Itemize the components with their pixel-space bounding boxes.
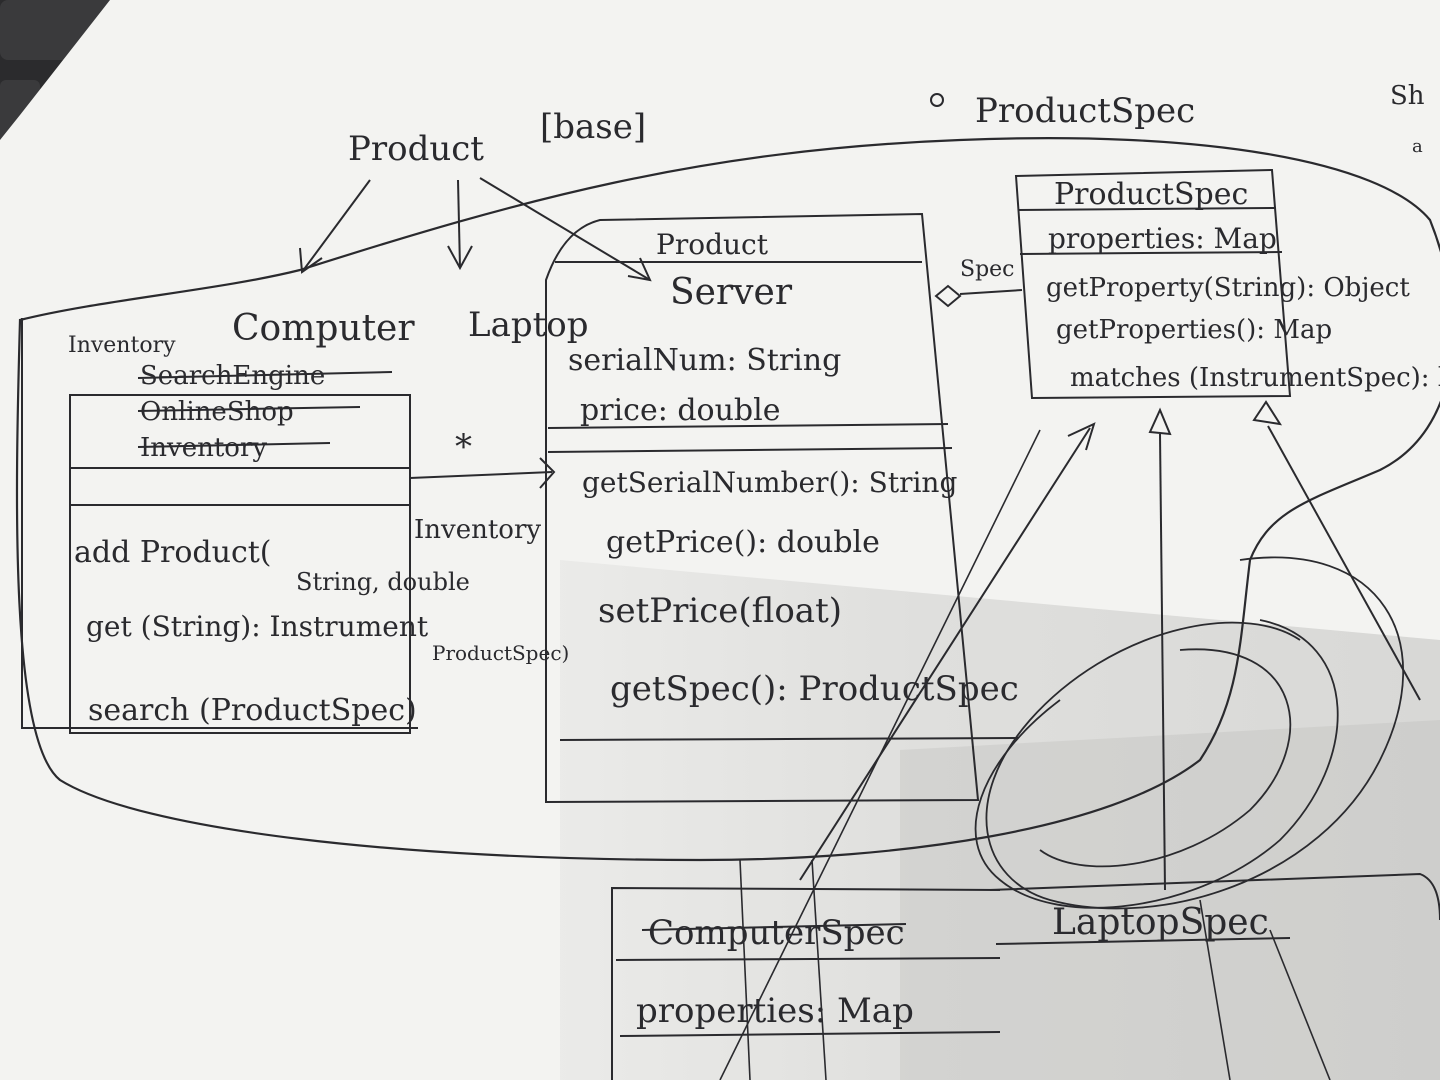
method-add-product: add Product( xyxy=(74,535,272,570)
computerspec-class-box: ComputerSpec properties: Map xyxy=(611,859,1001,1080)
attribute-serial-num: serialNum: String xyxy=(568,343,841,378)
computerspec-attribute-properties: properties: Map xyxy=(636,991,914,1031)
product-class-box: Product Server serialNum: String price: … xyxy=(545,212,1019,804)
method-set-price: setPrice(float) xyxy=(598,591,842,631)
spec-link-label: Spec xyxy=(960,257,1015,282)
laptop-label: Laptop xyxy=(468,305,589,345)
product-base-label: Product xyxy=(348,129,484,169)
method-get-serial-number: getSerialNumber(): String xyxy=(582,466,957,499)
association-arrow xyxy=(409,457,556,489)
association-multiplicity: * xyxy=(455,427,472,467)
productspec-class-name: ProductSpec xyxy=(1054,177,1248,212)
attribute-price: price: double xyxy=(580,393,780,428)
bullet-mark-icon xyxy=(930,93,944,107)
struck-name-inventory: Inventory xyxy=(140,433,267,463)
product-class-name: Server xyxy=(670,272,793,313)
computer-label: Computer xyxy=(232,308,415,349)
inventory-prefix-label: Inventory xyxy=(68,333,176,358)
method-search: search (ProductSpec) xyxy=(88,693,417,728)
method-get-properties: getProperties(): Map xyxy=(1056,315,1332,345)
laptopspec-class-box: LaptopSpec xyxy=(989,872,1440,1080)
method-get: get (String): Instrument xyxy=(86,610,429,643)
method-add-product-params: String, double xyxy=(296,568,470,596)
scribble-loops xyxy=(974,556,1405,910)
inventory-class-box: SearchEngine OnlineShop Inventory add Pr… xyxy=(21,318,470,734)
grouping-loop xyxy=(15,137,1440,862)
base-stereotype-label: [base] xyxy=(540,107,646,147)
corner-small-text: a xyxy=(1412,136,1423,157)
method-get-price: getPrice(): double xyxy=(606,525,880,560)
association-param-label: ProductSpec) xyxy=(432,641,569,665)
corner-text: Sh xyxy=(1390,81,1425,111)
productspec-heading: ProductSpec xyxy=(975,91,1195,131)
spec-inheritance-arrows xyxy=(719,400,1421,1080)
laptopspec-class-name: LaptopSpec xyxy=(1052,902,1269,943)
method-matches: matches (InstrumentSpec): b xyxy=(1070,363,1440,393)
struck-name-onlineshop: OnlineShop xyxy=(140,397,294,427)
inheritance-arrows xyxy=(299,177,652,282)
productspec-class-box: ProductSpec properties: Map getProperty(… xyxy=(1014,168,1440,400)
method-get-property: getProperty(String): Object xyxy=(1046,273,1410,303)
spec-composition-link xyxy=(934,284,1023,308)
product-class-name-top: Product xyxy=(656,228,769,261)
productspec-attribute-properties: properties: Map xyxy=(1048,222,1277,255)
method-get-spec: getSpec(): ProductSpec xyxy=(610,669,1019,709)
computerspec-class-name: ComputerSpec xyxy=(648,913,905,953)
association-role-label: Inventory xyxy=(414,515,541,545)
